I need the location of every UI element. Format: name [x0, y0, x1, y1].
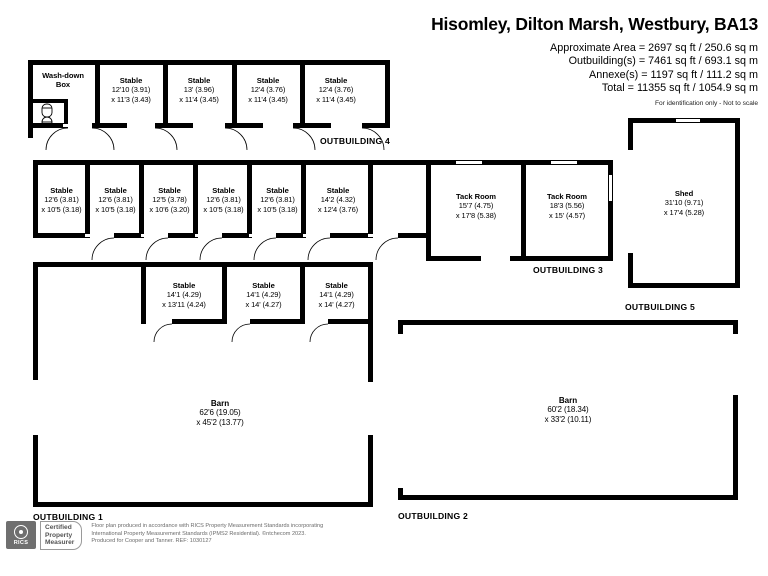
outbuilding-3-label: OUTBUILDING 3 [533, 265, 604, 275]
room-label-ob4-stable-4: Stable 12'4 (3.76) x 11'4 (3.45) [316, 76, 356, 104]
annexe-area-line: Annexe(s) = 1197 sq ft / 111.2 sq m [589, 68, 758, 81]
outbuilding-2-walls [398, 320, 738, 500]
rics-logo: RICS [6, 521, 36, 549]
room-label-ob1-stable-2: Stable 14'1 (4.29) x 14' (4.27) [245, 281, 282, 309]
door-swings-ob4 [45, 127, 385, 151]
room-label-ob3-stable-5: Stable 12'6 (3.81) x 10'5 (3.18) [257, 186, 298, 214]
rics-emblem-icon [14, 524, 28, 539]
outbuilding-1-walls [33, 262, 373, 507]
room-label-ob1-stable-1: Stable 14'1 (4.29) x 13'11 (4.24) [162, 281, 206, 309]
outbuilding-1-label: OUTBUILDING 1 [33, 512, 104, 522]
outbuilding-2-label: OUTBUILDING 2 [398, 511, 469, 521]
plan-header: Hisomley, Dilton Marsh, Westbury, BA13 A… [431, 14, 758, 107]
room-label-ob3-stable-3: Stable 12'5 (3.78) x 10'6 (3.20) [149, 186, 190, 214]
room-label-ob3-stable-2: Stable 12'6 (3.81) x 10'5 (3.18) [95, 186, 136, 214]
door-swings-ob3 [91, 237, 399, 261]
door-swings-ob1 [153, 323, 329, 343]
cpm-line-3: Measurer [45, 539, 75, 547]
certified-property-measurer-badge: Certified Property Measurer [40, 521, 83, 550]
disclaimer-line-2: International Property Measurement Stand… [91, 530, 306, 537]
room-label-ob4-stable-3: Stable 12'4 (3.76) x 11'4 (3.45) [248, 76, 288, 104]
disclaimer-line-3: Produced for Cooper and Tanner. REF: 103… [91, 538, 212, 544]
area-summary: Approximate Area = 2697 sq ft / 250.6 sq… [431, 42, 758, 96]
outbuilding-5-label: OUTBUILDING 5 [625, 302, 696, 312]
room-label-ob3-stable-1: Stable 12'6 (3.81) x 10'5 (3.18) [41, 186, 82, 214]
footer: RICS Certified Property Measurer Floor p… [6, 521, 323, 550]
room-label-barn-1: Barn 62'6 (19.05) x 45'2 (13.77) [196, 399, 244, 427]
outbuilding-4-walls [28, 60, 390, 138]
cpm-line-1: Certified [45, 524, 72, 531]
outbuilding-area-line: Outbuilding(s) = 7461 sq ft / 693.1 sq m [568, 55, 758, 68]
room-label-tack-room-1: Tack Room 15'7 (4.75) x 17'8 (5.38) [455, 192, 497, 220]
room-label-washdown-box: Wash-down Box [42, 71, 84, 90]
disclaimer-text: Floor plan produced in accordance with R… [91, 521, 323, 546]
outbuilding-5-walls [628, 118, 740, 288]
room-label-barn-2: Barn 60'2 (18.34) x 33'2 (10.11) [544, 396, 592, 424]
scale-disclaimer: For identification only - Not to scale [655, 99, 758, 107]
room-label-ob1-stable-3: Stable 14'1 (4.29) x 14' (4.27) [318, 281, 355, 309]
outbuilding-4-label: OUTBUILDING 4 [320, 136, 391, 146]
total-area-line: Total = 11355 sq ft / 1054.9 sq m [601, 82, 758, 95]
cpm-line-2: Property [45, 531, 73, 539]
outbuilding-3-walls [33, 160, 613, 261]
room-label-ob4-stable-1: Stable 12'10 (3.91) x 11'3 (3.43) [111, 76, 151, 104]
wc-basin-fixtures [41, 103, 53, 128]
room-label-ob4-stable-2: Stable 13' (3.96) x 11'4 (3.45) [179, 76, 219, 104]
room-label-tack-room-2: Tack Room 18'3 (5.56) x 15' (4.57) [547, 192, 587, 220]
disclaimer-line-1: Floor plan produced in accordance with R… [91, 523, 324, 529]
room-label-ob3-stable-6: Stable 14'2 (4.32) x 12'4 (3.76) [317, 186, 359, 214]
page-title: Hisomley, Dilton Marsh, Westbury, BA13 [431, 14, 758, 34]
room-label-shed: Shed 31'10 (9.71) x 17'4 (5.28) [663, 189, 705, 217]
room-label-ob3-stable-4: Stable 12'6 (3.81) x 10'5 (3.18) [203, 186, 244, 214]
rics-wordmark: RICS [13, 539, 29, 546]
approximate-area-line: Approximate Area = 2697 sq ft / 250.6 sq… [550, 42, 758, 54]
